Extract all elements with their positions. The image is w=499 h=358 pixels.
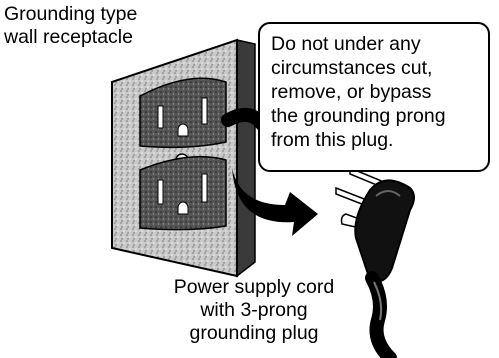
warning-text: Do not under any circumstances cut, remo… <box>271 32 488 152</box>
warning-line3: remove, or bypass <box>271 81 432 103</box>
wall-receptacle-icon <box>111 38 256 278</box>
upper-outlet-icon <box>139 77 227 149</box>
lower-outlet-icon <box>139 155 227 231</box>
cord-label-line2: with 3-prong <box>200 299 308 321</box>
warning-line5: from this plug. <box>271 129 394 151</box>
cord-label-line1: Power supply cord <box>173 276 335 298</box>
warning-callout: Do not under any circumstances cut, remo… <box>258 22 490 172</box>
grounding-plug-icon <box>335 166 415 358</box>
receptacle-label-line2: wall receptacle <box>4 26 133 48</box>
cord-label: Power supply cord with 3-prong grounding… <box>155 276 353 345</box>
cord-label-line3: grounding plug <box>189 322 319 344</box>
warning-line4: the grounding prong <box>271 105 446 127</box>
receptacle-label: Grounding type wall receptacle <box>4 3 137 49</box>
warning-line1: Do not under any <box>271 33 421 55</box>
receptacle-label-line1: Grounding type <box>4 3 138 25</box>
warning-line2: circumstances cut, <box>271 57 433 79</box>
